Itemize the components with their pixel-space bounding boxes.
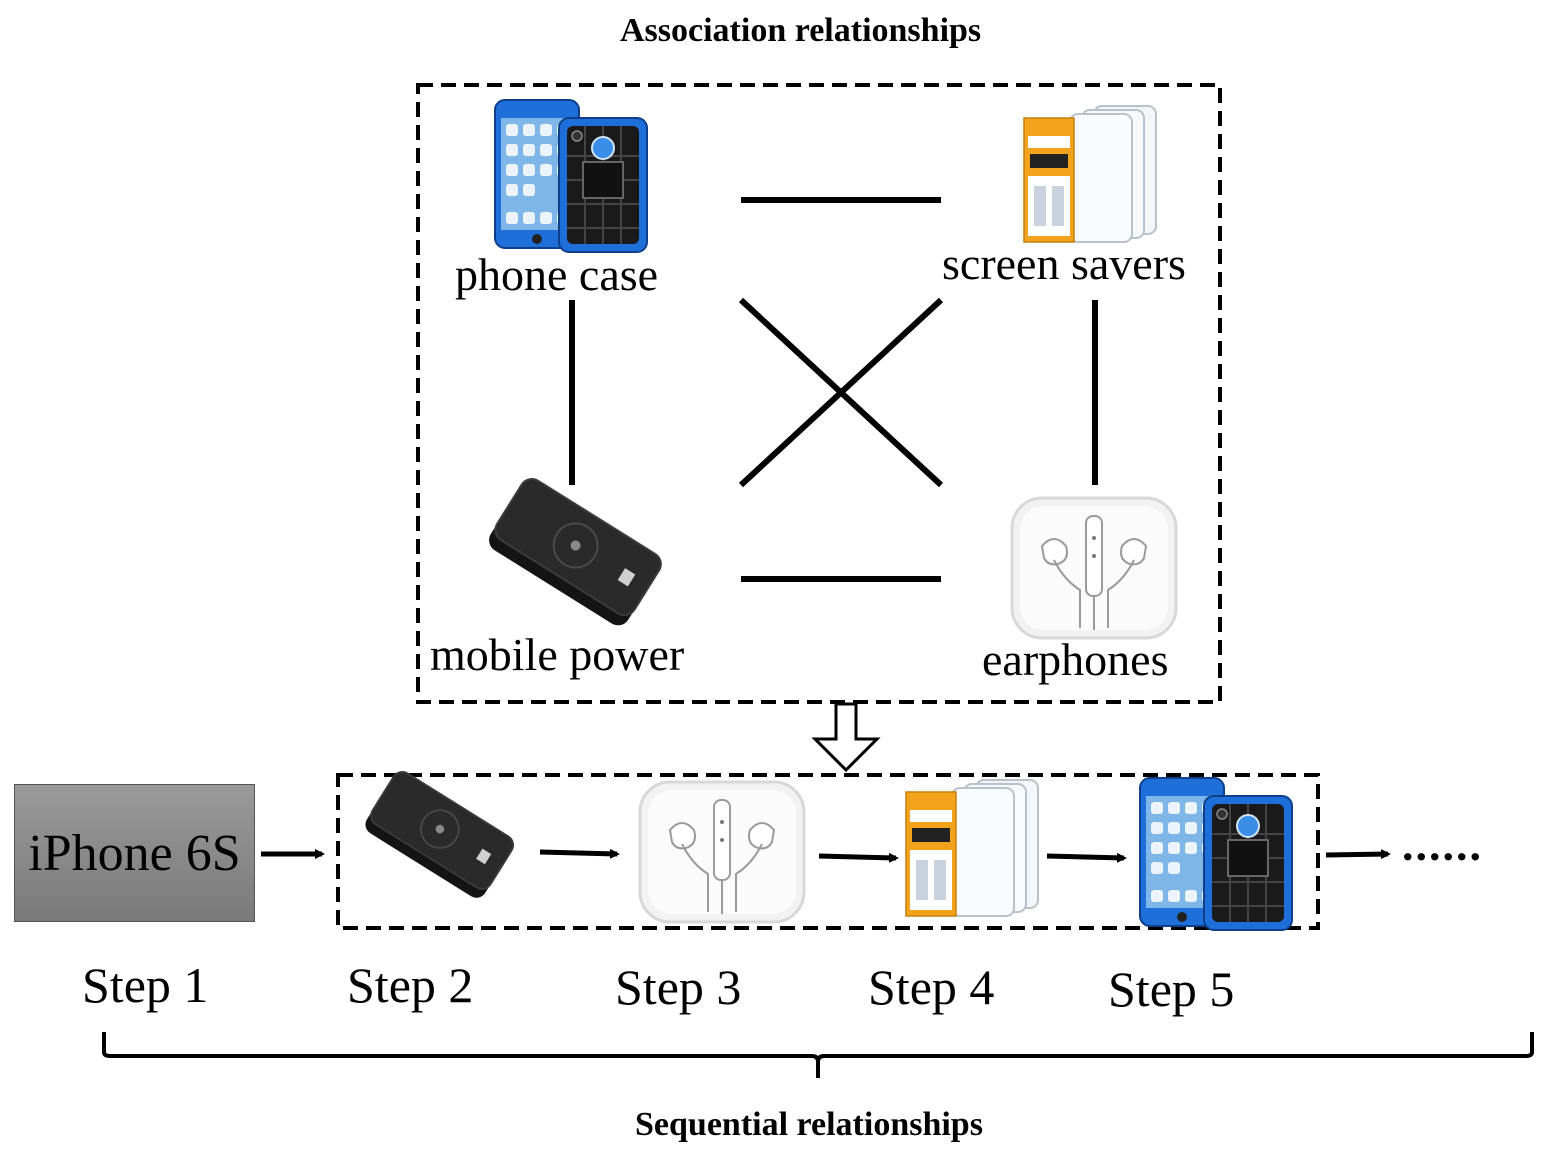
step-label-5: Step 5 bbox=[1108, 961, 1235, 1017]
association-box bbox=[416, 83, 1222, 704]
screen-protector-icon bbox=[1023, 105, 1157, 243]
phone-case-label: phone case bbox=[455, 249, 659, 300]
power-bank-icon bbox=[483, 473, 667, 631]
sequence-brace bbox=[102, 1032, 1534, 1078]
phone-case-icon bbox=[494, 99, 648, 253]
step4-screen-protector-icon bbox=[905, 779, 1039, 917]
arrow-step4-step5 bbox=[1046, 852, 1127, 863]
sequence-ellipsis: ...... bbox=[1402, 819, 1483, 870]
association-title: Association relationships bbox=[620, 12, 982, 49]
step-label-4: Step 4 bbox=[868, 959, 995, 1015]
sequential-title: Sequential relationships bbox=[635, 1106, 983, 1143]
edge-screen-savers-mobile-power bbox=[738, 297, 944, 488]
arrow-step3-step4 bbox=[818, 852, 899, 863]
arrow-step5-more bbox=[1325, 849, 1391, 860]
step3-earphones-icon bbox=[638, 780, 806, 924]
arrow-step2-step3 bbox=[539, 848, 620, 859]
step5-phone-case-icon bbox=[1139, 777, 1293, 931]
step-label-3: Step 3 bbox=[615, 959, 742, 1015]
sequence-box bbox=[336, 773, 1320, 930]
earphones-label: earphones bbox=[982, 634, 1169, 685]
step-label-2: Step 2 bbox=[347, 957, 474, 1013]
screen-savers-label: screen savers bbox=[942, 238, 1186, 289]
mobile-power-label: mobile power bbox=[430, 629, 685, 680]
association-edges bbox=[569, 197, 1098, 582]
transform-down-arrow bbox=[811, 702, 881, 773]
sequence-arrows bbox=[261, 848, 1391, 863]
start-item-box: iPhone 6S bbox=[14, 784, 255, 922]
step2-power-bank-icon bbox=[360, 767, 518, 903]
start-item-label: iPhone 6S bbox=[28, 824, 241, 882]
earphones-icon bbox=[1010, 496, 1178, 640]
step-label-1: Step 1 bbox=[82, 957, 209, 1013]
